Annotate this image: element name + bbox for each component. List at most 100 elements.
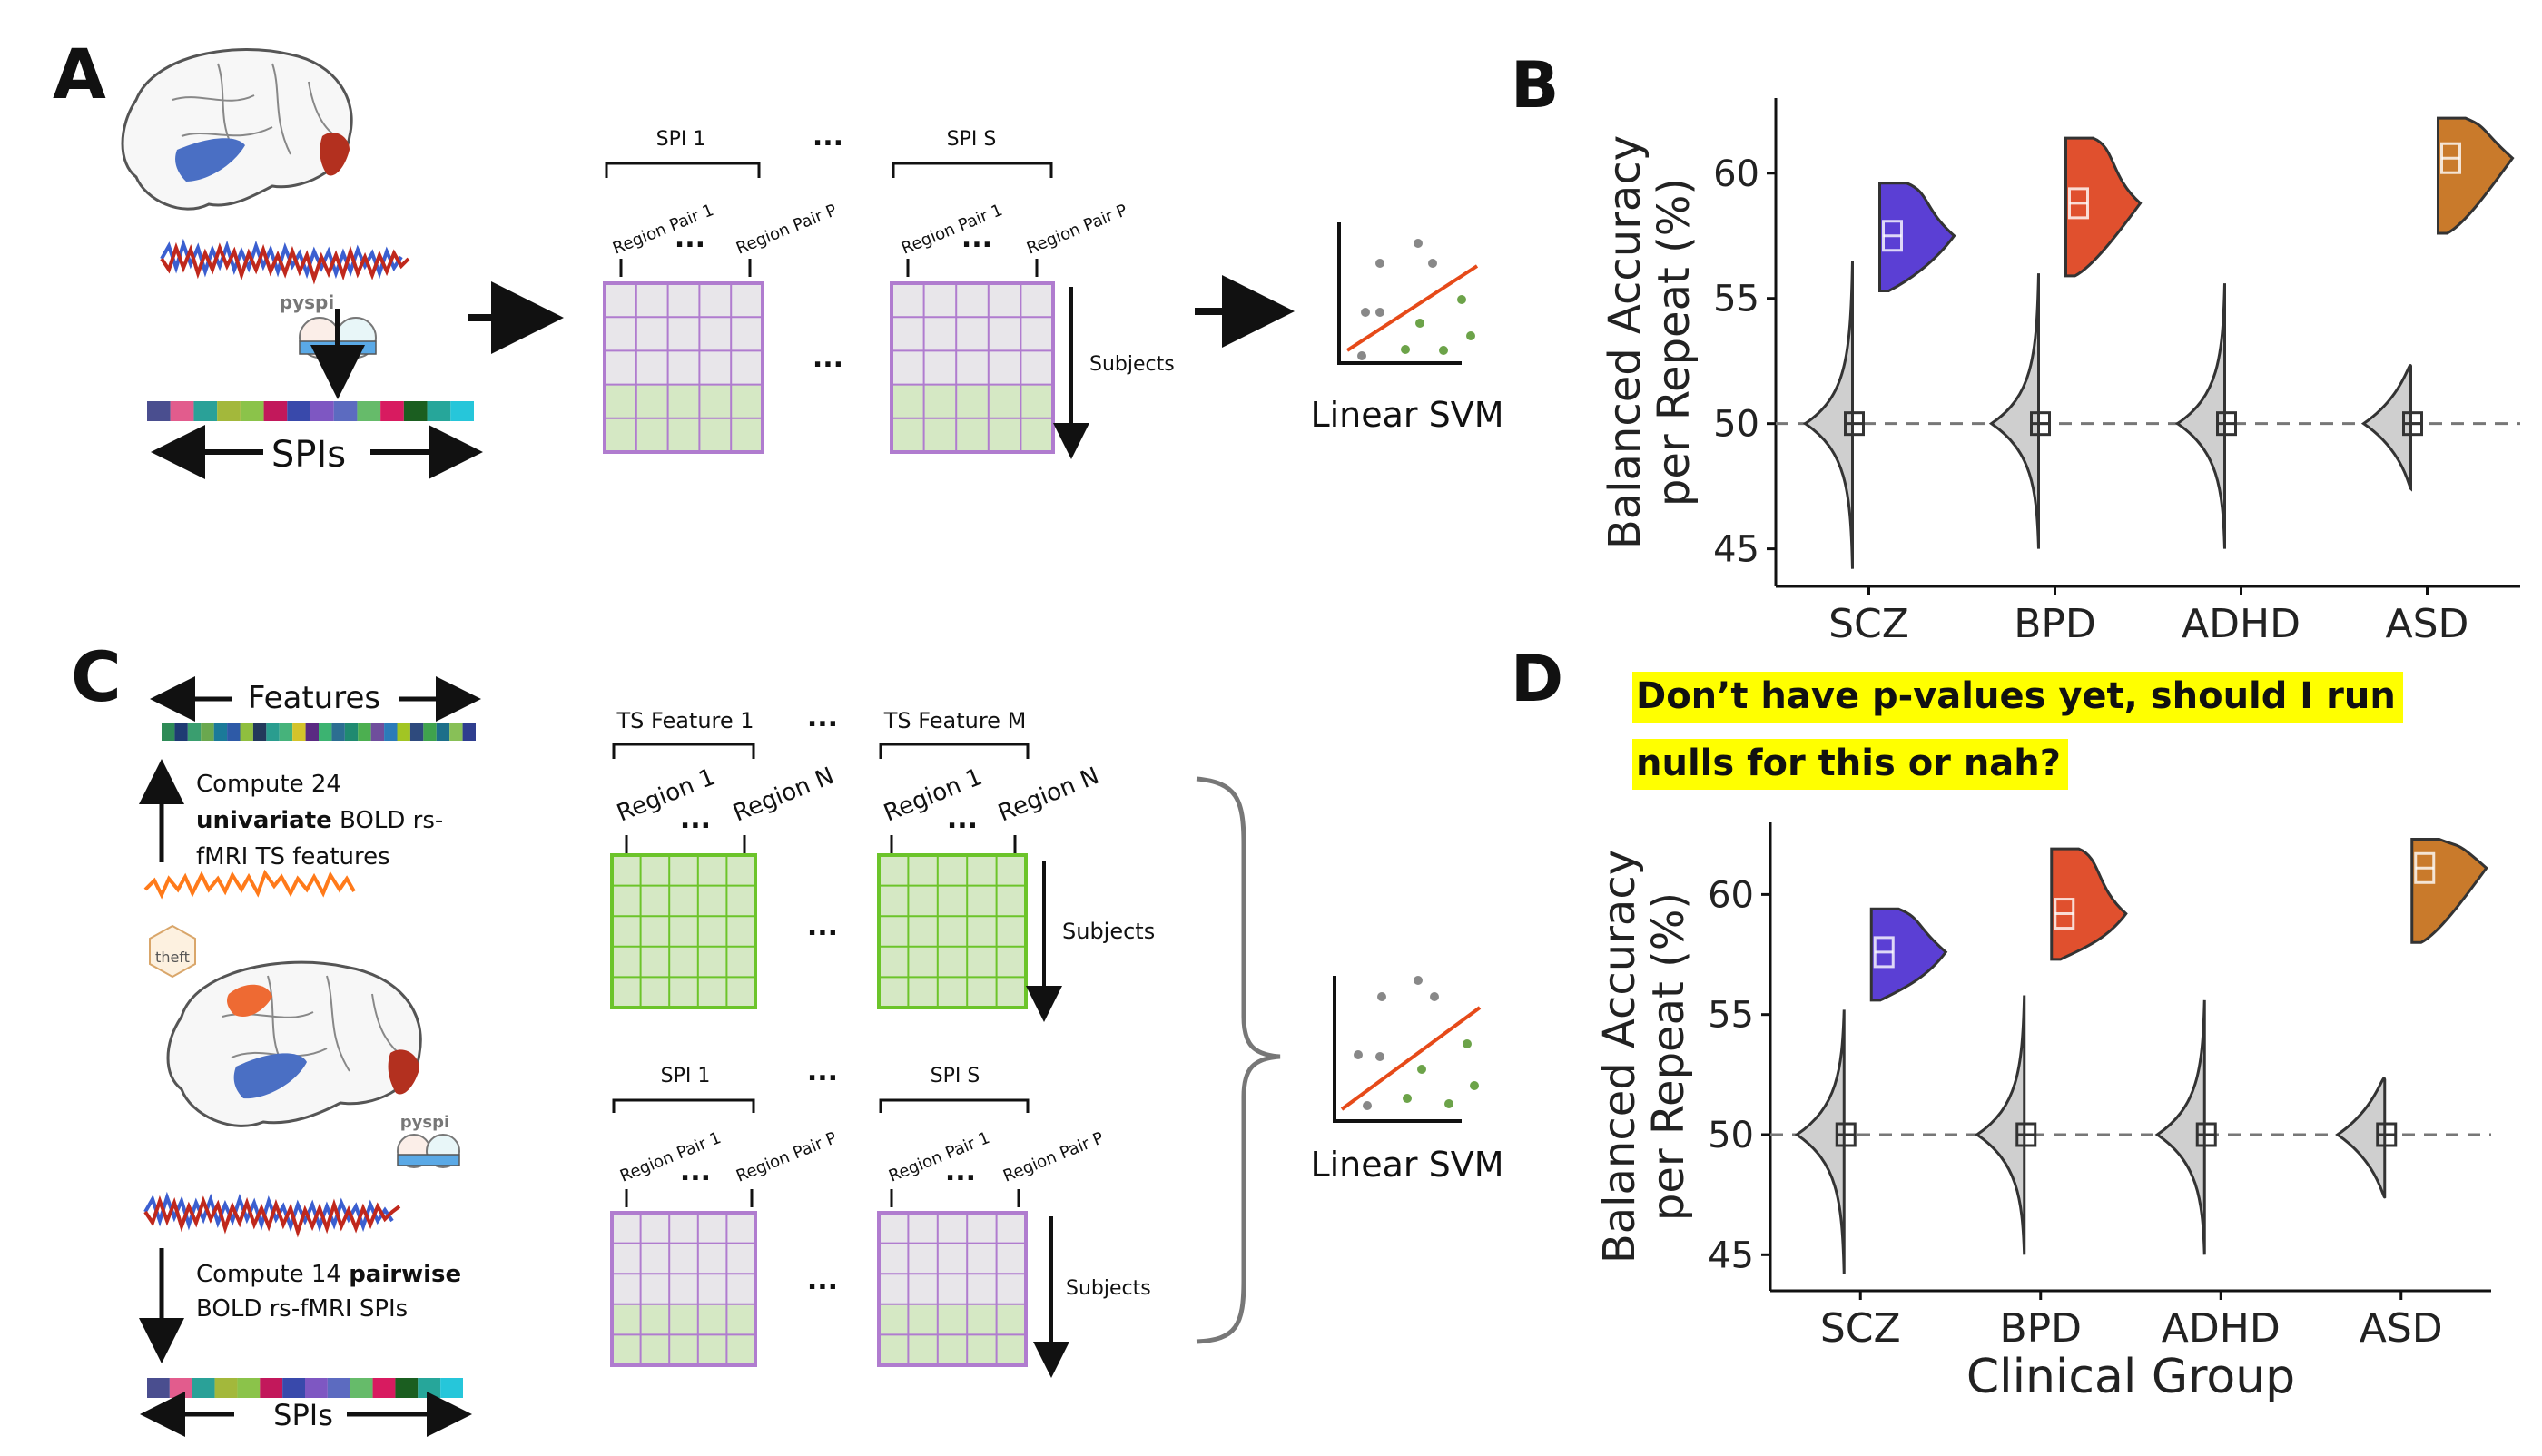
y-axis-label-2: per Repeat (%) (1643, 892, 1694, 1221)
colorbar-cell (282, 1378, 305, 1398)
pyspi-logo: pyspi (280, 291, 377, 359)
colorbar-cell (344, 723, 359, 741)
ts-feature-first-bracket (612, 743, 755, 759)
univariate-line-2: univariate BOLD rs- (196, 807, 443, 834)
group-violin (1869, 907, 1948, 1002)
colorbar-cell (319, 723, 332, 741)
colorbar-cell (462, 723, 476, 741)
subjects-label: Subjects (1089, 353, 1175, 376)
colorbar-cell (384, 723, 398, 741)
region-pair-first-label-2: Region Pair 1 (886, 1128, 992, 1186)
region-last-label: Region N (729, 762, 837, 828)
colorbar-cell (436, 723, 450, 741)
pyspi-label: pyspi (280, 291, 334, 313)
y-tick-label: 55 (1708, 995, 1754, 1037)
matrix-ellipsis: ... (813, 342, 843, 374)
colorbar-cell (358, 723, 371, 741)
matrix-row (892, 283, 1053, 318)
univariate-line-3: fMRI TS features (196, 843, 390, 871)
colorbar-cell (237, 1378, 261, 1398)
matrix-row (879, 1274, 1026, 1304)
y-tick-label: 50 (1708, 1115, 1754, 1156)
matrix-row (612, 855, 755, 886)
x-tick-label: ASD (2360, 1305, 2443, 1352)
matrix-row (612, 1304, 755, 1335)
matrix-row (605, 350, 763, 385)
matrix-row (612, 1274, 755, 1304)
y-tick-label: 45 (1708, 1235, 1754, 1276)
y-tick-label: 50 (1713, 404, 1759, 446)
ts-feature-last-label: TS Feature M (883, 708, 1027, 733)
colorbar-cell (292, 723, 306, 741)
ts-matrix-ellipsis: ... (807, 910, 838, 942)
theft-logo: theft (149, 924, 196, 979)
region-last-label-2: Region N (994, 762, 1102, 828)
univariate-line-1: Compute 24 (196, 771, 341, 798)
spi-colorbar (147, 1378, 463, 1398)
colorbar-cell (170, 401, 194, 421)
y-tick-label: 60 (1708, 874, 1754, 916)
spi-s-matrix (877, 1211, 1028, 1367)
null-violin (1988, 273, 2040, 549)
feature-colorbar (162, 723, 476, 741)
x-tick-label: ADHD (2182, 601, 2301, 647)
spi-ellipsis-top: ... (813, 121, 843, 152)
colorbar-cell (187, 723, 202, 741)
colorbar-cell (418, 1378, 441, 1398)
colorbar-cell (192, 1378, 215, 1398)
spi-s-label: SPI S (931, 1065, 980, 1087)
spi-s-bracket (892, 162, 1053, 178)
y-tick-label: 45 (1713, 529, 1759, 571)
colorbar-cell (327, 1378, 350, 1398)
brain-icon (121, 47, 353, 211)
spi-s-matrix (890, 281, 1055, 454)
y-axis-label: Balanced Accuracy (1594, 850, 1645, 1264)
spi-s-bracket (879, 1098, 1030, 1113)
x-tick-label: BPD (2014, 601, 2096, 647)
spi-1-matrix (603, 281, 764, 454)
colorbar-cell (440, 1378, 463, 1398)
spi-1-label: SPI 1 (661, 1065, 711, 1087)
panel-c-letter: C (71, 636, 122, 717)
region-ellipsis: ... (680, 803, 711, 835)
spi-1-label: SPI 1 (656, 128, 706, 151)
ts-ellipsis: ... (807, 702, 838, 733)
panel-d-letter: D (1511, 642, 1563, 716)
matrix-row (892, 384, 1053, 418)
pairwise-line-1: Compute 14 pairwise (196, 1261, 461, 1288)
features-label: Features (248, 680, 380, 716)
matrix-row (892, 317, 1053, 351)
x-tick-label: SCZ (1820, 1305, 1901, 1352)
colorbar-cell (240, 401, 264, 421)
matrix-row (879, 1304, 1026, 1335)
colorbar-cell (380, 401, 404, 421)
group-violin (2410, 838, 2488, 944)
x-tick-label: SCZ (1828, 601, 1909, 647)
colorbar-cell (147, 1378, 170, 1398)
matrix-row (892, 350, 1053, 385)
y-tick-label: 55 (1713, 279, 1759, 320)
null-violin (2154, 999, 2206, 1255)
colorbar-cell (287, 401, 310, 421)
spi-ellipsis: ... (807, 1056, 838, 1087)
matrix-row (612, 916, 755, 947)
region-pair-ellipsis: ... (680, 1156, 711, 1187)
colorbar-cell (193, 401, 218, 421)
region-pair-last-label-2: Region Pair P (1024, 201, 1130, 259)
null-violin (1802, 261, 1854, 569)
region-pair-ellipsis-2: ... (961, 222, 992, 254)
colorbar-cell (310, 401, 334, 421)
panel-a: A pyspi SPIs SPI 1 (53, 34, 1504, 479)
colorbar-cell (213, 723, 228, 741)
matrix-row (879, 1243, 1026, 1274)
comment-line-1: Don’t have p-values yet, should I run (1632, 672, 2403, 723)
colorbar-cell (162, 723, 175, 741)
region-ellipsis-2: ... (947, 803, 978, 835)
region-pair-ellipsis-2: ... (945, 1156, 976, 1187)
comment-note: Don’t have p-values yet, should I run nu… (1632, 663, 2403, 797)
matrix-row (879, 855, 1026, 886)
bold-timeseries (160, 238, 410, 285)
panel-a-letter: A (53, 34, 106, 114)
colorbar-cell (201, 723, 214, 741)
